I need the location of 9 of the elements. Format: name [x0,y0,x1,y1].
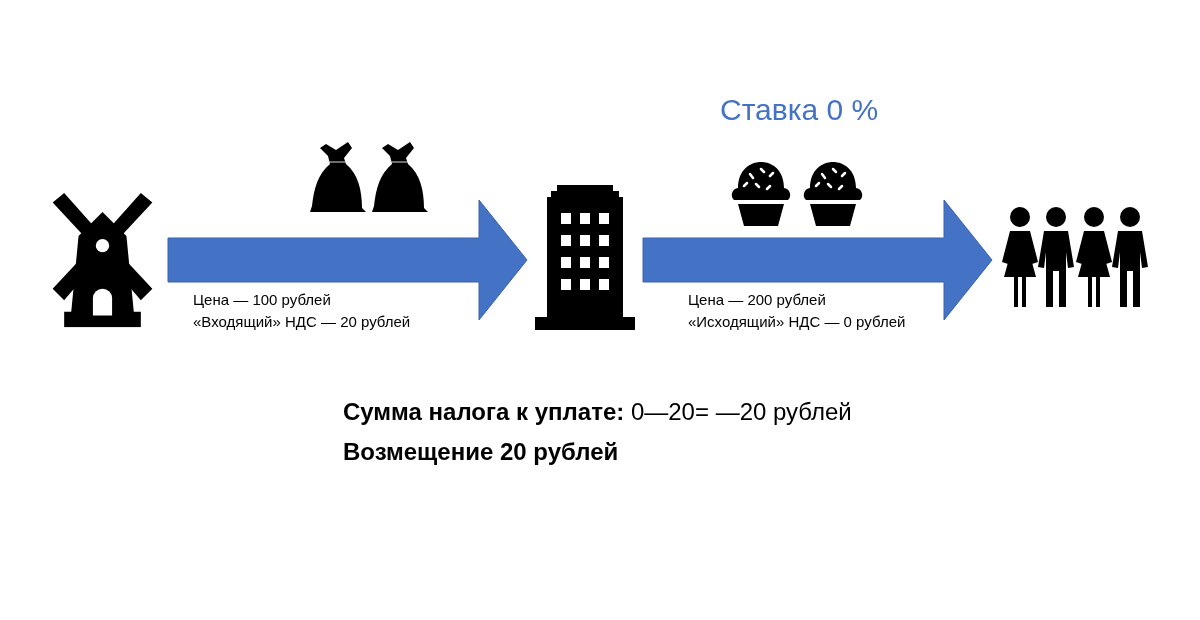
block-arrow [642,199,993,321]
price-note: Цена — 200 рублей [688,291,826,309]
summary-text: Возмещение 20 рублей [343,438,619,467]
summary-text: Сумма налога к уплате: 0—20= —20 рублей [343,398,852,427]
price-note: «Входящий» НДС — 20 рублей [193,313,411,331]
price-note: Цена — 100 рублей [193,291,331,309]
price-note: «Исходящий» НДС — 0 рублей [688,313,906,331]
rate-heading: Ставка 0 % [720,92,879,128]
block-arrow [167,199,528,321]
